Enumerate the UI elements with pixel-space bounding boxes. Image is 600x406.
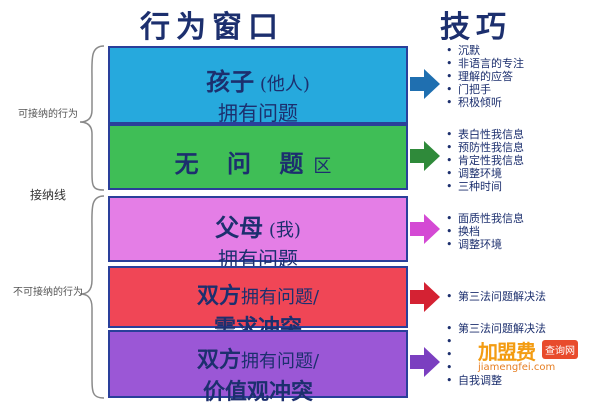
list-item: 调整环境 [446,238,524,251]
acceptable-behavior-label: 可接纳的行为 [18,109,78,120]
list-item: 积极倾听 [446,96,524,109]
technique-list-2: 表白性我信息 预防性我信息 肯定性我信息 调整环境 三种时间 [446,128,524,193]
box1-line2: 拥有问题 [218,101,298,125]
list-item: 换档 [446,225,524,238]
box1-line1: 孩子 (他人) [206,67,310,96]
list-item: 三种时间 [446,180,524,193]
acceptance-line-label: 接纳线 [29,188,66,202]
list-item: 第三法问题解决法 [446,322,546,335]
box5-line1: 双方拥有问题/ [196,347,320,373]
list-item: 自我调整 [446,374,546,387]
techniques-title: 技巧 [440,10,512,45]
box4-line1: 双方拥有问题/ [196,283,320,309]
list-item: 理解的应答 [446,70,524,83]
behavior-window-title: 行为窗口 [140,10,284,45]
box3-line1: 父母 (我) [215,213,301,242]
child-owns-problem-box: 孩子 (他人) 拥有问题 [108,46,408,125]
values-conflict-box: 双方拥有问题/ 价值观冲突 [108,330,408,405]
technique-list-1: 沉默 非语言的专注 理解的应答 门把手 积极倾听 [446,44,524,109]
arrow-5 [410,347,440,377]
list-item: 沉默 [446,44,524,57]
arrow-3 [410,214,440,244]
acceptable-brace [79,45,105,191]
watermark-tag: 查询网 [542,340,578,359]
unacceptable-behavior-label: 不可接纳的行为 [13,287,83,298]
list-item: 门把手 [446,83,524,96]
unacceptable-brace [79,195,105,399]
list-item: 肯定性我信息 [446,154,524,167]
watermark-url: jiamengfei.com [478,362,556,373]
arrow-4 [410,282,440,312]
list-item: 面质性我信息 [446,212,524,225]
no-problem-zone-box: 无 问 题区 [108,124,408,190]
arrow-1 [410,69,440,99]
arrow-2 [410,141,440,171]
needs-conflict-box: 双方拥有问题/ 需求冲突 [108,266,408,341]
parent-owns-problem-box: 父母 (我) 拥有问题 [108,196,408,271]
watermark-main-text: 加盟费 [478,340,536,364]
box2-line1: 无 问 题区 [174,149,342,178]
technique-list-4: 第三法问题解决法 [446,290,546,303]
list-item: 调整环境 [446,167,524,180]
technique-list-5: 第三法问题解决法 自我调整 [446,322,546,387]
list-item: 预防性我信息 [446,141,524,154]
technique-list-3: 面质性我信息 换档 调整环境 [446,212,524,251]
list-item: 非语言的专注 [446,57,524,70]
list-item: 第三法问题解决法 [446,290,546,303]
watermark-logo: 加盟费 查询网 jiamengfei.com [478,336,594,380]
box5-line2: 价值观冲突 [202,379,313,405]
list-item: 表白性我信息 [446,128,524,141]
